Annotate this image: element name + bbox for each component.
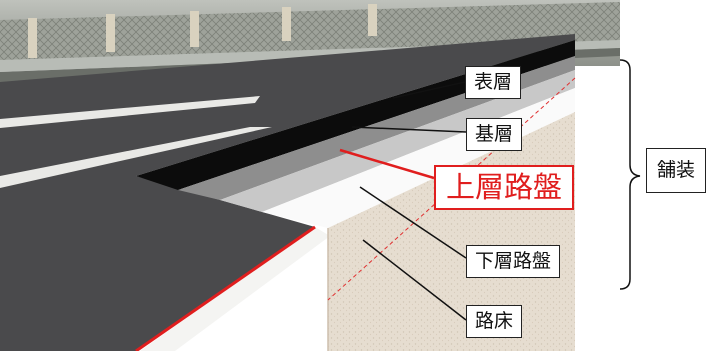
label-surface-layer: 表層 — [465, 66, 522, 99]
callout-upper-subbase — [339, 148, 435, 180]
label-base-layer: 基層 — [466, 118, 523, 151]
callout-subgrade — [362, 239, 467, 321]
callout-lower-subbase — [359, 186, 467, 259]
callout-surface — [392, 81, 466, 99]
label-lower-subbase: 下層路盤 — [466, 245, 561, 278]
lane-line-dashed — [0, 96, 260, 128]
fence-posts — [28, 4, 377, 58]
callout-base — [351, 126, 467, 133]
callout-lines — [351, 81, 467, 321]
lane-line-left — [0, 127, 272, 188]
upper-subbase-layer — [220, 70, 575, 212]
label-upper-subbase: 上層路盤 — [434, 165, 575, 210]
label-subgrade: 路床 — [466, 305, 523, 338]
pavement-bracket — [619, 59, 641, 290]
edge-line-white — [140, 227, 330, 351]
dashed-boundary-line — [327, 77, 576, 301]
red-cut-edge — [135, 225, 316, 351]
label-pavement: 舗装 — [646, 148, 707, 193]
